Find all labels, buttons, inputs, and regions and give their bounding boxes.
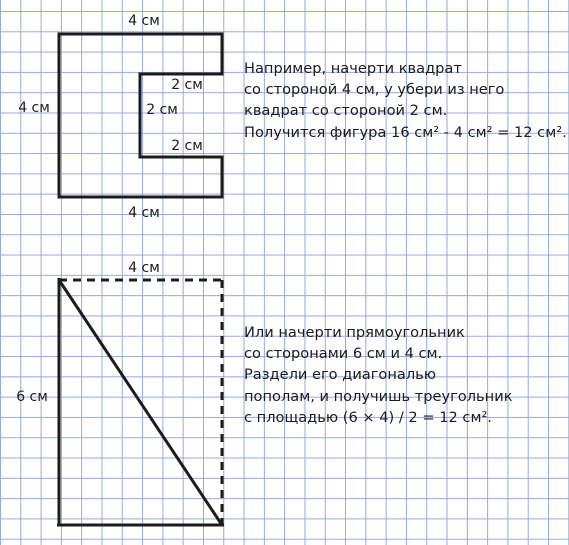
- fig1-inner-top-label: 2 см: [171, 77, 203, 93]
- fig1-top-side-label: 4 см: [128, 13, 160, 29]
- note2-line: Или начерти прямоугольник: [244, 324, 465, 341]
- note1-line: Например, начерти квадрат: [244, 60, 462, 77]
- fig1-inner-bottom-label: 2 см: [171, 138, 203, 154]
- fig1-left-side-label: 4 см: [18, 100, 50, 116]
- note2-line: с площадью (6 × 4) / 2 = 12 см².: [244, 408, 492, 426]
- note1-line: со стороной 4 см, у убери из него: [244, 81, 505, 99]
- note1-line: Получится фигура 16 см² - 4 см² = 12 см²…: [244, 123, 567, 141]
- note2-line: Раздели его диагональю: [244, 366, 437, 384]
- note2-line: пополам, и получишь треугольник: [244, 387, 513, 405]
- explanation-text-square: Например, начерти квадрат со стороной 4 …: [244, 58, 567, 143]
- explanation-text-triangle: Или начерти прямоугольник со сторонами 6…: [244, 322, 513, 428]
- note2-line: со сторонами 6 см и 4 см.: [244, 345, 443, 363]
- fig1-bottom-side-label: 4 см: [128, 205, 160, 221]
- fig2-top-side-label: 4 см: [128, 260, 160, 276]
- fig1-inner-side-label: 2 см: [146, 102, 178, 118]
- note1-line: квадрат со стороной 2 см.: [244, 102, 448, 120]
- cutout-square-outline: [57, 32, 224, 199]
- fig2-left-side-label: 6 см: [16, 389, 48, 405]
- triangle-diagonal: [57, 279, 224, 526]
